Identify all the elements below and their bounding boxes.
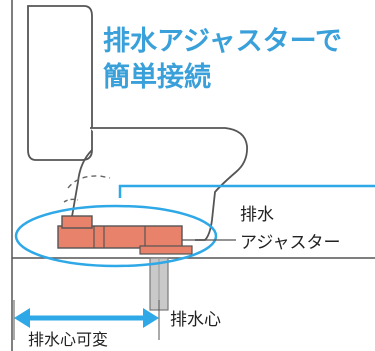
headline-line2: 簡単接続 xyxy=(103,61,211,93)
drain-center-label: 排水心 xyxy=(170,310,221,330)
adjuster-label-line1: 排水 xyxy=(240,205,274,225)
double-headed-arrow-icon xyxy=(14,308,159,328)
adjuster-body xyxy=(57,225,183,249)
adjuster-flange xyxy=(139,245,193,255)
trap-dashed-line-2 xyxy=(63,198,79,203)
trap-dashed-line xyxy=(67,175,111,189)
toilet-bowl xyxy=(90,127,248,241)
headline-line1: 排水アジャスターで xyxy=(103,26,342,57)
toilet-tank xyxy=(27,5,93,161)
variable-range-label: 排水心可変 xyxy=(28,330,108,349)
adjuster-label-line2: アジャスター xyxy=(240,233,340,253)
adjuster-highlight-ellipse xyxy=(14,204,218,268)
adjuster-top-part xyxy=(61,215,93,229)
pointer-line xyxy=(118,184,375,198)
